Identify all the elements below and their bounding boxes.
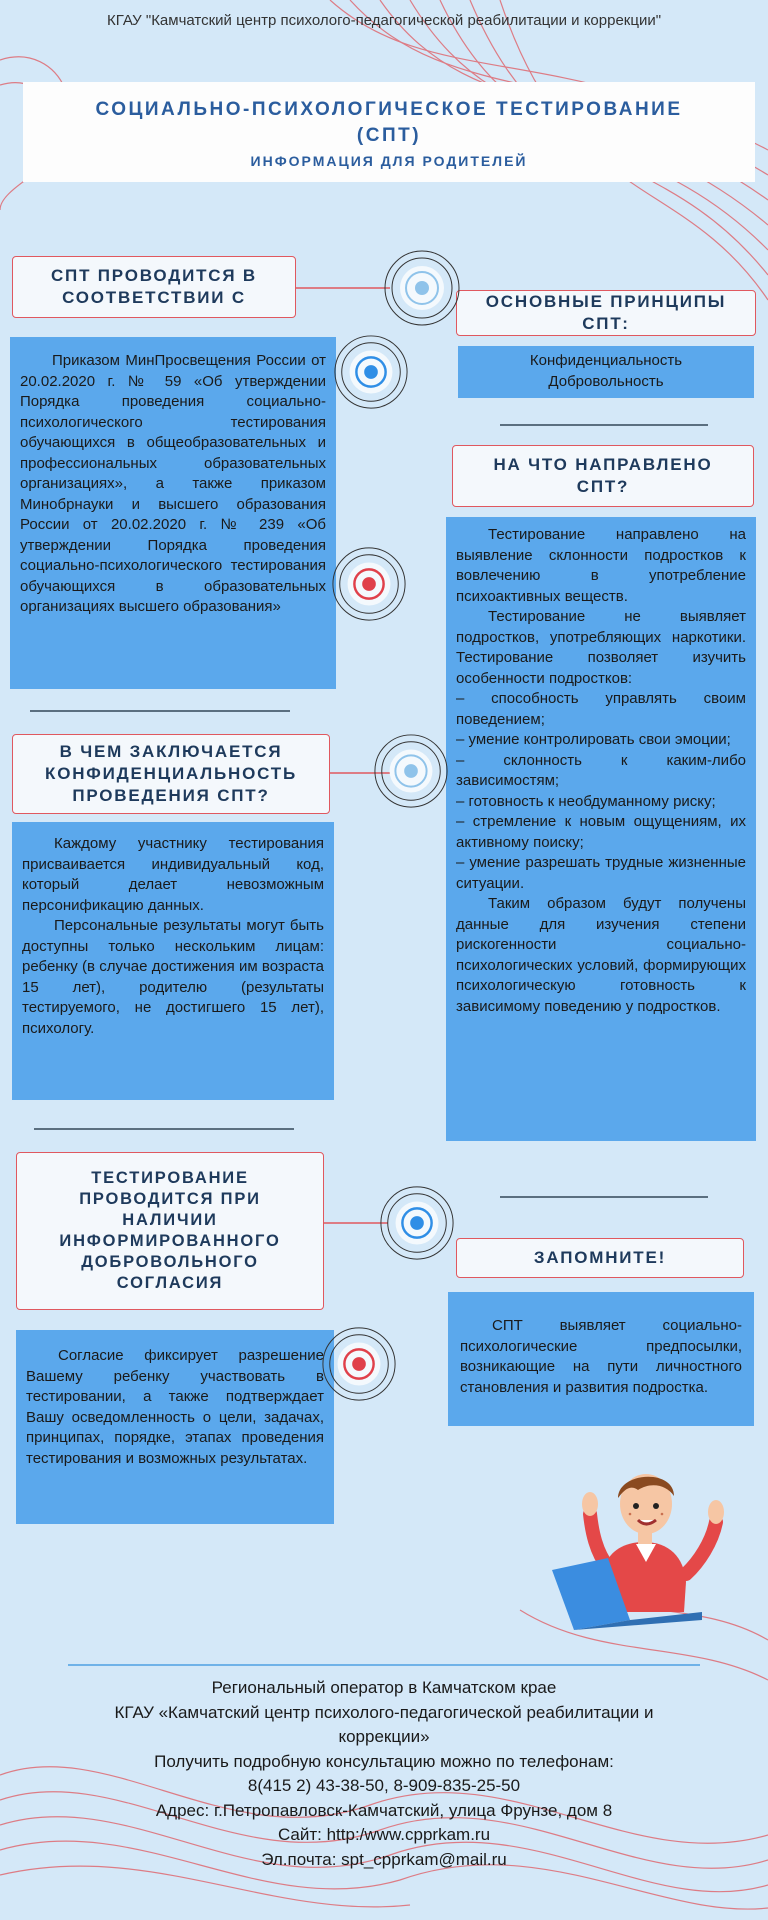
remember-heading: ЗАПОМНИТЕ! xyxy=(456,1238,744,1278)
remember-text-box: СПТ выявляет социально-психологические п… xyxy=(448,1292,754,1426)
consent-text-box: Согласие фиксирует разрешение Вашему реб… xyxy=(16,1330,334,1524)
aim-heading: НА ЧТО НАПРАВЛЕНО СПТ? xyxy=(452,445,754,507)
footer-address: Адрес: г.Петропавловск-Камчатский, улица… xyxy=(155,1800,613,1820)
aim-text-box: Тестирование направлено на выявление скл… xyxy=(446,517,756,1141)
conducted-text: Приказом МинПросвещения России от 20.02.… xyxy=(20,352,326,615)
concentric-target-blue-icon xyxy=(334,335,408,409)
footer-organization-cont: коррекции» xyxy=(338,1727,430,1746)
aim-paragraph: Таким образом будут получены данные для … xyxy=(456,895,746,1015)
confidentiality-heading-line: ПРОВЕДЕНИЯ СПТ? xyxy=(72,786,270,805)
boy-with-laptop-illustration xyxy=(552,1474,724,1630)
footer-consultation: Получить подробную консультацию можно по… xyxy=(154,1751,614,1771)
connector-line xyxy=(330,772,390,774)
aim-heading-line: СПТ? xyxy=(576,477,630,496)
title-banner: СОЦИАЛЬНО-ПСИХОЛОГИЧЕСКОЕ ТЕСТИРОВАНИЕ (… xyxy=(23,82,755,182)
consent-heading-line: ИНФОРМИРОВАННОГО xyxy=(59,1232,281,1250)
connector-line xyxy=(324,1222,388,1224)
consent-heading-line: ТЕСТИРОВАНИЕ xyxy=(91,1169,249,1187)
confidentiality-heading-line: КОНФИДЕНЦИАЛЬНОСТЬ xyxy=(45,764,297,783)
confidentiality-paragraph: Каждому участнику тестирования присваива… xyxy=(22,835,324,914)
concentric-target-blue-icon xyxy=(374,734,448,808)
aim-list-item: – готовность к необдуманному риску; xyxy=(456,792,716,810)
aim-list-item: – умение разрешать трудные жизненные сит… xyxy=(456,854,746,892)
organization-line: КГАУ "Камчатский центр психолого-педагог… xyxy=(106,12,662,29)
footer-website[interactable]: Сайт: http:/www.cpprkam.ru xyxy=(277,1825,491,1844)
concentric-target-blue-icon xyxy=(380,1186,454,1260)
divider xyxy=(500,424,708,426)
confidentiality-heading: В ЧЕМ ЗАКЛЮЧАЕТСЯ КОНФИДЕНЦИАЛЬНОСТЬ ПРОВЕ… xyxy=(12,734,330,814)
confidentiality-paragraph: Персональные результаты могут быть досту… xyxy=(22,917,324,1037)
page-title: СОЦИАЛЬНО-ПСИХОЛОГИЧЕСКОЕ ТЕСТИРОВАНИЕ xyxy=(95,99,683,120)
aim-paragraph: Тестирование направлено на выявление скл… xyxy=(456,526,746,605)
concentric-target-blue-icon xyxy=(384,250,460,326)
aim-list-item: – стремление к новым ощущениям, их актив… xyxy=(456,813,746,851)
principles-list-box: Конфиденциальность Добровольность xyxy=(458,346,754,398)
divider xyxy=(30,710,290,712)
divider xyxy=(68,1664,700,1666)
aim-list-item: – склонность к каким-либо зависимостям; xyxy=(456,751,746,790)
principles-heading: ОСНОВНЫЕ ПРИНЦИПЫ СПТ: xyxy=(456,290,756,336)
aim-heading-line: НА ЧТО НАПРАВЛЕНО xyxy=(493,455,713,474)
conducted-heading-line: СПТ ПРОВОДИТСЯ В xyxy=(50,266,258,285)
confidentiality-text-box: Каждому участнику тестирования присваива… xyxy=(12,822,334,1100)
remember-text: СПТ выявляет социально-психологические п… xyxy=(460,1317,742,1396)
footer-organization: КГАУ «Камчатский центр психолого-педагог… xyxy=(114,1702,654,1722)
consent-text: Согласие фиксирует разрешение Вашему реб… xyxy=(26,1347,324,1467)
principles-heading-line: СПТ: xyxy=(582,314,630,333)
conducted-heading: СПТ ПРОВОДИТСЯ В СООТВЕТСТВИИ С xyxy=(12,256,296,318)
aim-list-item: – способность управлять своим поведением… xyxy=(456,690,746,728)
consent-heading: ТЕСТИРОВАНИЕ ПРОВОДИТСЯ ПРИ НАЛИЧИИ ИНФО… xyxy=(16,1152,324,1310)
conducted-text-box: Приказом МинПросвещения России от 20.02.… xyxy=(10,337,336,689)
divider xyxy=(500,1196,708,1198)
footer-email[interactable]: Эл.почта: spt_cpprkam@mail.ru xyxy=(261,1849,507,1869)
concentric-target-red-icon xyxy=(322,1327,396,1401)
page-title-abbrev: (СПТ) xyxy=(356,125,422,146)
page-subtitle: ИНФОРМАЦИЯ ДЛЯ РОДИТЕЛЕЙ xyxy=(250,153,528,169)
consent-heading-line: СОГЛАСИЯ xyxy=(116,1274,224,1292)
connector-line xyxy=(296,287,390,289)
aim-paragraph: Тестирование не выявляет подростков, упо… xyxy=(456,608,746,687)
consent-heading-line: НАЛИЧИИ xyxy=(122,1211,218,1229)
principle-item: Добровольность xyxy=(548,372,664,390)
confidentiality-heading-line: В ЧЕМ ЗАКЛЮЧАЕТСЯ xyxy=(59,742,283,761)
conducted-heading-line: СООТВЕТСТВИИ С xyxy=(62,288,246,307)
footer-operator: Региональный оператор в Камчатском крае xyxy=(211,1678,557,1697)
footer-contacts: Региональный оператор в Камчатском крае … xyxy=(0,1676,768,1872)
aim-list-item: – умение контролировать свои эмоции; xyxy=(456,731,731,748)
footer-phones: 8(415 2) 43-38-50, 8-909-835-25-50 xyxy=(247,1776,521,1795)
divider xyxy=(34,1128,294,1130)
consent-heading-line: ДОБРОВОЛЬНОГО xyxy=(81,1253,259,1271)
principle-item: Конфиденциальность xyxy=(529,352,683,369)
consent-heading-line: ПРОВОДИТСЯ ПРИ xyxy=(79,1190,261,1208)
principles-heading-line: ОСНОВНЫЕ ПРИНЦИПЫ xyxy=(485,292,727,311)
concentric-target-red-icon xyxy=(332,547,406,621)
